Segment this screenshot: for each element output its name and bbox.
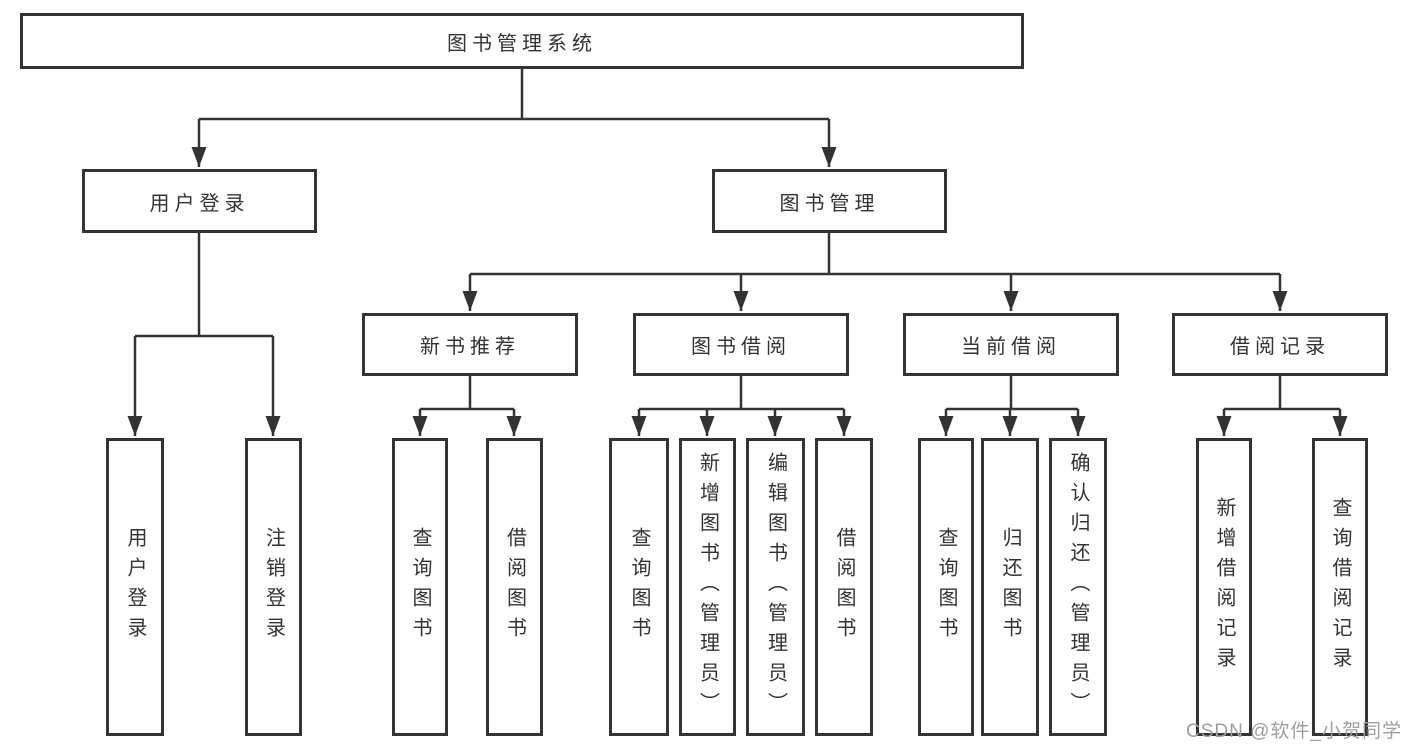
node-label: 确认归还（管理员）: [1067, 452, 1089, 722]
leaf-query-borrow-record: 查询借阅记录: [1312, 438, 1368, 736]
csdn-watermark: CSDN @软件_小贺同学: [1186, 721, 1402, 742]
node-label: 注销登录: [262, 527, 285, 647]
leaf-return-books: 归还图书: [981, 438, 1039, 736]
node-current-borrow: 当前借阅: [903, 313, 1119, 376]
node-label: 新增借阅记录: [1213, 497, 1235, 677]
node-label: 归还图书: [999, 527, 1021, 647]
node-label: 用户登录: [124, 527, 146, 647]
leaf-query-books-current: 查询图书: [918, 438, 974, 736]
node-label: 新增图书（管理员）: [696, 452, 719, 722]
node-user-login: 用户登录: [82, 169, 317, 233]
node-book-management: 图书管理: [712, 169, 947, 233]
leaf-edit-books-admin: 编辑图书（管理员）: [746, 438, 805, 736]
node-label: 查询借阅记录: [1329, 497, 1351, 677]
leaf-user-login: 用户登录: [106, 438, 164, 736]
leaf-borrow-books: 借阅图书: [815, 438, 873, 736]
node-label: 图书借阅: [691, 336, 791, 358]
node-label: 图书管理: [779, 192, 880, 215]
leaf-confirm-return-admin: 确认归还（管理员）: [1049, 438, 1107, 736]
leaf-query-books-borrow: 查询图书: [609, 438, 669, 736]
leaf-add-borrow-record: 新增借阅记录: [1196, 438, 1252, 736]
node-label: 查询图书: [409, 527, 431, 647]
leaf-add-books-admin: 新增图书（管理员）: [679, 438, 736, 736]
node-new-book-recommend: 新书推荐: [362, 313, 578, 376]
leaf-query-books-recommend: 查询图书: [392, 438, 448, 736]
node-library-management-system: 图书管理系统: [20, 13, 1024, 69]
node-label: 用户登录: [149, 192, 250, 215]
node-book-borrow: 图书借阅: [633, 313, 849, 376]
node-label: 借阅记录: [1230, 336, 1330, 358]
node-label: 借阅图书: [833, 527, 855, 647]
node-label: 查询图书: [628, 527, 650, 647]
leaf-borrow-books-recommend: 借阅图书: [486, 438, 543, 736]
node-label: 当前借阅: [961, 336, 1061, 358]
leaf-logout: 注销登录: [245, 438, 302, 736]
node-label: 编辑图书（管理员）: [764, 452, 787, 722]
node-label: 新书推荐: [420, 336, 520, 358]
node-label: 图书管理系统: [447, 32, 597, 55]
node-label: 借阅图书: [503, 527, 526, 647]
node-borrow-records: 借阅记录: [1172, 313, 1388, 376]
node-label: 查询图书: [935, 527, 957, 647]
